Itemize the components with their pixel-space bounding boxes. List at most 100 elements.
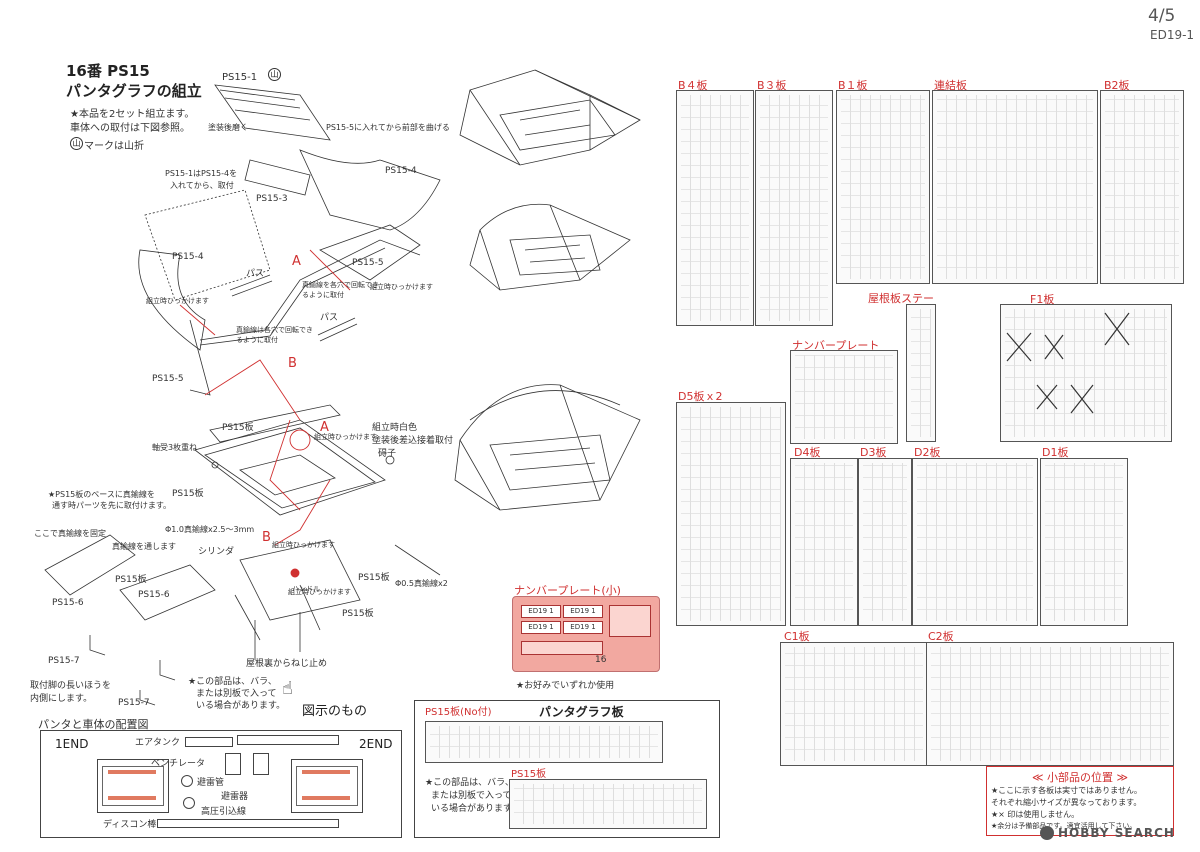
label-pipe-1: パス [246, 269, 265, 279]
pantograph-board-box: PS15板(No付) パンタグラフ板 ★この部品は、バラ、 または別板で入って … [414, 700, 720, 838]
mountain-fold-icon: 山 [70, 137, 83, 150]
plate-ed19-1: ED19 1 [563, 605, 603, 618]
side-note-ps15-board: PS15板 [115, 575, 147, 585]
small-parts-box: ≪ 小部品の位置 ≫ ★ここに示す各板は実寸ではありません。 それぞれ縮小サイズ… [986, 766, 1174, 836]
pantograph-2end [291, 759, 363, 813]
label-screw-fix: 屋根裏からねじ止め [246, 659, 328, 669]
side-note-measure: ここで真鍮線を固定 [34, 529, 106, 538]
side-note-inner-2: 内側にします。 [30, 694, 93, 704]
label-ps15-1: PS15-1 [222, 72, 258, 83]
sheet-number-plate [790, 350, 898, 444]
watermark-logo [1040, 826, 1054, 840]
label-ps15-board-3: PS15板 [358, 573, 390, 583]
sheet-c1 [780, 642, 928, 766]
side-note-part-2: または別板で入って [196, 689, 277, 699]
layout-vent-box-1 [225, 753, 241, 775]
label-ps15-board-1: PS15板 [222, 423, 254, 433]
label-rotate-1: 真鍮線を各穴で回転できるように取付 [302, 281, 379, 299]
label-wire-05: Φ0.5真鍮線x2 [395, 579, 448, 588]
sheet-label-f1: F1板 [1030, 293, 1055, 306]
mark-b-1: B [288, 356, 297, 371]
sheet-label-d3: D3板 [860, 446, 887, 459]
side-note-through: 真鍮線を通します [112, 542, 176, 551]
layout-end-1: 1END [55, 737, 89, 751]
panta-board-sheet [425, 721, 663, 763]
layout-hv-circle [183, 797, 195, 809]
label-white-note-1: 組立時白色 [372, 423, 418, 433]
cross-out-marks [1006, 312, 1130, 414]
small-plate-note: ★お好みでいずれか使用 [516, 681, 615, 691]
sheet-label-coupler: 連結板 [934, 79, 967, 92]
sheet-roof-stay [906, 304, 936, 442]
sheet-d4 [790, 458, 858, 626]
layout-arrester-1: 避雷管 [197, 778, 225, 788]
label-bend-fold: PS15-5に入れてから前部を曲げる [326, 123, 450, 132]
label-hook-1: 組立時ひっかけます [146, 297, 209, 305]
mark-a-2: A [320, 420, 329, 435]
label-insulator: 碍子 [378, 449, 397, 459]
label-washer: 軸受3枚重ね [152, 443, 198, 452]
small-plate-title: ナンバープレート(小) [514, 584, 621, 597]
plate-small-parts [609, 605, 651, 637]
plate-ed19-1: ED19 1 [563, 621, 603, 634]
label-wire-10: Φ1.0真鍮線x2.5～3mm [165, 525, 255, 534]
side-note-ps15-6-a: PS15-6 [52, 598, 84, 608]
label-ps15-board-4: PS15板 [342, 609, 374, 619]
watermark: HOBBY SEARCH [1058, 826, 1175, 840]
panta-box-left-label: PS15板(No付) [425, 707, 492, 718]
layout-roof-bar-top-2 [237, 735, 339, 745]
label-ps15-1-into-2: 入れてから、取付 [170, 181, 234, 190]
small-plate-number: 16 [595, 655, 607, 665]
label-hook-2: 組立時ひっかけます [370, 283, 433, 291]
layout-roof-bar-bottom [157, 819, 339, 828]
panta-box-note-2: または別板で入って [431, 791, 512, 801]
layout-discon: ディスコン棒 [103, 820, 157, 830]
mark-b-2: B [262, 530, 271, 545]
intro-note-1: ★本品を2セット組立ます。 [70, 109, 195, 120]
label-pipe-2: パス [320, 313, 339, 323]
label-rotate-2: 真鍮線は各穴で回転できるように取付 [236, 326, 313, 344]
side-note-base-2: 通す時パーツを先に取付けます。 [52, 501, 172, 510]
small-parts-line-4: ★余分は予備部品です。適宜活用して下さい。 [991, 822, 1137, 830]
label-handle: ハンドル [292, 585, 320, 593]
label-ps15-board-2: PS15板 [172, 489, 204, 499]
label-cylinder: シリンダ [198, 547, 235, 557]
sheet-label-b2: B2板 [1104, 79, 1130, 92]
label-ps15-3: PS15-3 [256, 194, 288, 204]
sheet-f1 [1000, 304, 1172, 442]
panta-ps15-sheet [509, 779, 707, 829]
side-note-part-1: ★この部品は、バラ、 [188, 677, 277, 687]
small-parts-line-1: ★ここに示す各板は実寸ではありません。 [991, 786, 1142, 795]
mountain-fold-icon: 山 [268, 68, 281, 81]
panta-box-note-3: いる場合があります。 [431, 804, 521, 814]
layout-vent-box-2 [253, 753, 269, 775]
small-parts-line-3: ★× 印は使用しません。 [991, 810, 1080, 819]
page-code: ED19-1 [1150, 28, 1195, 42]
mountain-fold-note: マークは山折 [84, 141, 144, 152]
layout-end-2: 2END [359, 737, 393, 751]
label-white-note-2: 塗装後差込接着取付 [372, 436, 454, 446]
layout-air-tank: エアタンク [135, 738, 181, 748]
side-note-inner-1: 取付脚の長いほうを [30, 681, 112, 691]
side-note-base-1: ★PS15板のベースに真鍮線を [48, 490, 155, 499]
layout-diagram: 1END 2END エアタンク ベンチレータ 避雷管 避雷器 高圧引込線 ディス… [40, 730, 402, 838]
label-hook-5: 組立時ひっかけます [288, 588, 351, 596]
sheet-label-b4: B４板 [678, 79, 708, 92]
section-title: パンタグラフの組立 [66, 82, 202, 100]
section-title-number: 16番 PS15 [66, 62, 150, 80]
page-number: 4/5 [1148, 6, 1176, 26]
layout-ventilator: ベンチレータ [151, 759, 206, 769]
panta-box-title: パンタグラフ板 [539, 705, 624, 719]
pantograph-exploded-drawing [44, 84, 441, 706]
sheet-label-c2: C2板 [928, 630, 954, 643]
sheet-label-c1: C1板 [784, 630, 810, 643]
side-note-part-3: いる場合があります。 [196, 701, 286, 711]
label-ps15-4-b: PS15-4 [172, 252, 204, 262]
panta-box-note-1: ★この部品は、バラ、 [425, 778, 514, 788]
small-parts-line-2: それぞれ縮小サイズが異なっております。 [991, 798, 1142, 807]
side-note-ps15-6-b: PS15-6 [138, 590, 170, 600]
sheet-b3 [755, 90, 833, 326]
label-hook-3: 組立時ひっかけます [314, 433, 377, 441]
label-ps15-5-b: PS15-5 [152, 374, 184, 384]
sheet-label-b3: B３板 [757, 79, 787, 92]
